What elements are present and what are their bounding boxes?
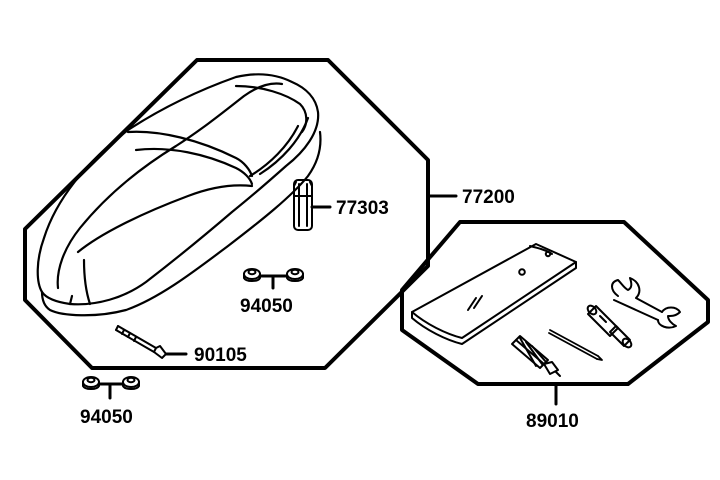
part-label-89010: 89010 [526, 411, 579, 432]
part-label-90105: 90105 [194, 345, 247, 366]
rod-tool-drawing [548, 329, 603, 361]
bolt-drawing [115, 325, 167, 359]
part-label-77303: 77303 [336, 198, 389, 219]
screwdriver-drawing [511, 335, 561, 377]
nut-pair-upper-drawing [243, 268, 304, 282]
part-label-77200: 77200 [462, 187, 515, 208]
bracket-94050-lower [97, 382, 125, 400]
socket-wrench-drawing [586, 304, 633, 349]
nut-pair-lower-drawing [82, 376, 140, 390]
toolkit-group-frame [400, 220, 710, 386]
tool-pouch-drawing [411, 243, 577, 345]
seat-drawing [36, 73, 322, 317]
part-label-94050-lower: 94050 [80, 407, 133, 428]
helmet-holder-drawing [293, 179, 313, 231]
bracket-94050-upper [258, 274, 289, 290]
seat-group-frame [23, 58, 430, 370]
spanner-drawing [611, 277, 681, 329]
part-label-94050-upper: 94050 [240, 296, 293, 317]
